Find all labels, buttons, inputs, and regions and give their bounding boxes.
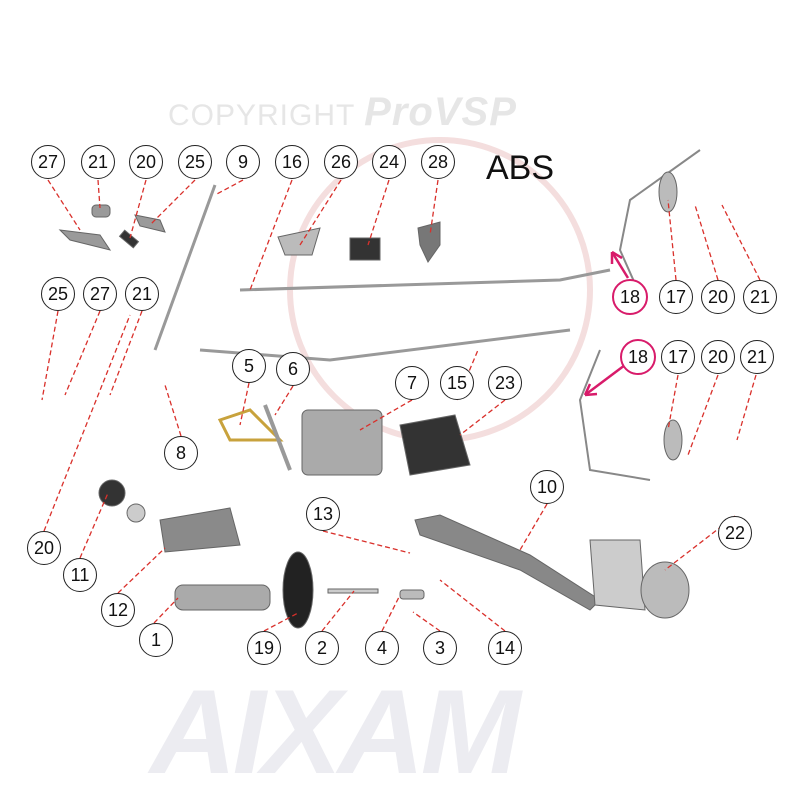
highlight-arrows <box>583 250 630 397</box>
callout-20: 20 <box>27 531 61 565</box>
callout-1: 1 <box>139 623 173 657</box>
callout-20: 20 <box>129 145 163 179</box>
callout-21: 21 <box>743 280 777 314</box>
callout-20: 20 <box>701 340 735 374</box>
callout-5: 5 <box>232 349 266 383</box>
watermark-copyright: COPYRIGHT ProVSP <box>168 92 517 136</box>
callout-4: 4 <box>365 631 399 665</box>
callout-9: 9 <box>226 145 260 179</box>
callout-24: 24 <box>372 145 406 179</box>
callout-21: 21 <box>740 340 774 374</box>
callout-18-highlighted: 18 <box>612 279 648 315</box>
clip-part <box>91 204 111 218</box>
callout-27: 27 <box>31 145 65 179</box>
callout-21: 21 <box>125 277 159 311</box>
callout-22: 22 <box>718 516 752 550</box>
callout-8: 8 <box>164 436 198 470</box>
callout-3: 3 <box>423 631 457 665</box>
callout-13: 13 <box>306 497 340 531</box>
watermark-copyright-text: COPYRIGHT <box>168 99 355 132</box>
callout-17: 17 <box>659 280 693 314</box>
callout-25: 25 <box>41 277 75 311</box>
callout-26: 26 <box>324 145 358 179</box>
callout-19: 19 <box>247 631 281 665</box>
parts <box>58 149 701 629</box>
callout-14: 14 <box>488 631 522 665</box>
callout-27: 27 <box>83 277 117 311</box>
bracket-part <box>58 229 112 251</box>
callout-15: 15 <box>440 366 474 400</box>
callout-11: 11 <box>63 558 97 592</box>
leader-lines <box>41 179 761 632</box>
callout-25: 25 <box>178 145 212 179</box>
watermark-brand: AIXAM <box>150 665 521 799</box>
callout-2: 2 <box>305 631 339 665</box>
callout-17: 17 <box>661 340 695 374</box>
watermark-owner: ProVSP <box>364 90 517 134</box>
callout-7: 7 <box>395 366 429 400</box>
callout-12: 12 <box>101 593 135 627</box>
callout-6: 6 <box>276 352 310 386</box>
callout-18-highlighted: 18 <box>620 339 656 375</box>
callout-23: 23 <box>488 366 522 400</box>
callout-10: 10 <box>530 470 564 504</box>
callout-21: 21 <box>81 145 115 179</box>
abs-heading: ABS <box>486 149 555 187</box>
callout-20: 20 <box>701 280 735 314</box>
callout-16: 16 <box>275 145 309 179</box>
callout-28: 28 <box>421 145 455 179</box>
